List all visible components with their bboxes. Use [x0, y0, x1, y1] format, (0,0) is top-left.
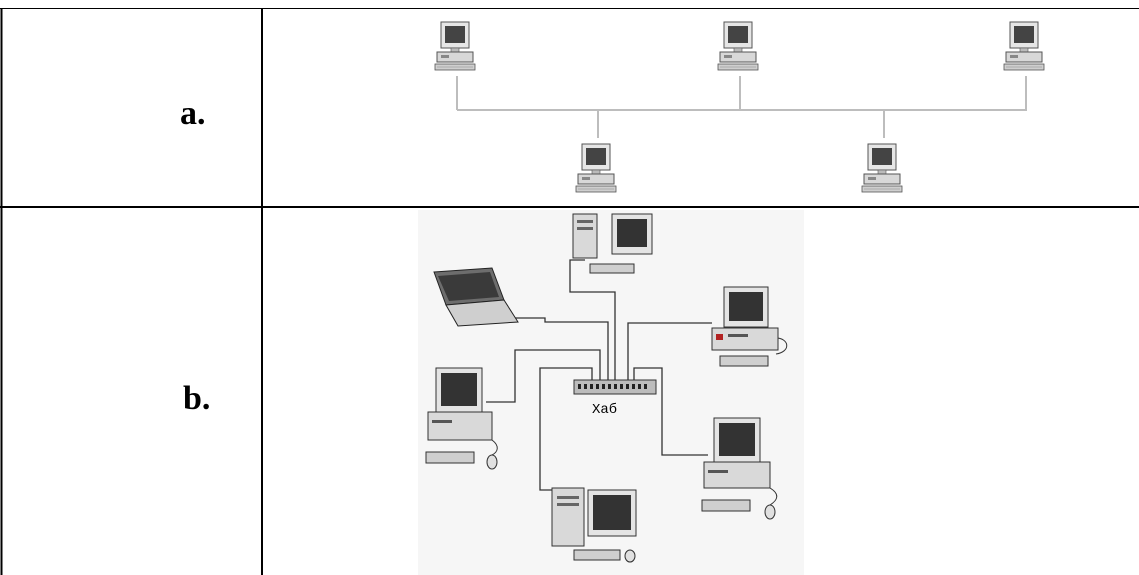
- topology-table: [0, 8, 1139, 575]
- network-cables: [486, 259, 712, 491]
- row-b-label: b.: [183, 380, 211, 417]
- table-grid-lines: [0, 8, 1139, 575]
- network-hub: [573, 379, 657, 395]
- desktop-computer-icon: [425, 367, 498, 470]
- row-a-label: a.: [180, 95, 206, 132]
- tower-computer-icon: [572, 213, 653, 274]
- tower-computer-icon: [551, 487, 637, 563]
- desktop-computer-icon: [711, 286, 788, 367]
- laptop-icon: [433, 267, 519, 327]
- desktop-computer-icon: [701, 417, 778, 520]
- hub-label: Хаб: [592, 401, 617, 418]
